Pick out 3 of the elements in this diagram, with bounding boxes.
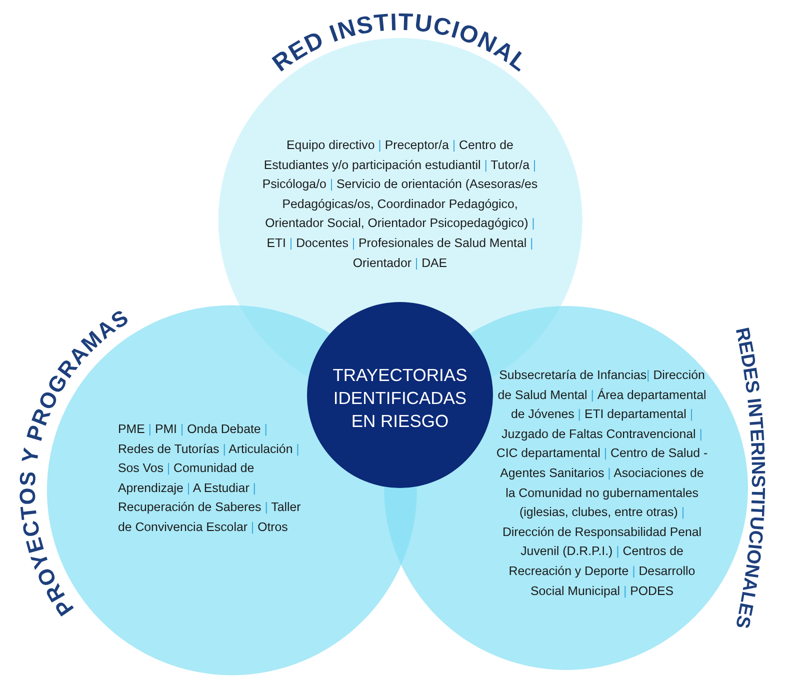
- circle-text: Equipo directivo | Preceptor/a | Centro de Estudiantes y/o participación estudiantil | Tutor/a | Psicóloga/o | Servicio de orientación (Asesoras/es Pedagógicas/os, Coordinador Pedagógico, Orientador Social, Orientador Psicopedagógico) | ETI | Docentes | Profesionales de Salud Mental | Orientador | DAE: [261, 137, 539, 272]
- circle-text: Subsecretaría de Infancias| Dirección de Salud Mental | Área departamental de Jóvenes | ETI departamental | Juzgado de Faltas Contravencional | CIC departamental | Centro de Salud - Agentes Sanitarios | Asociaciones de la Comunidad no gubernamentales (iglesias, clubes, entre otras) | Dirección de Responsabilidad Penal Juvenil (D.R.P.I.) | Centros de Recreación y Deporte | Desarrollo Social Municipal | PODES: [496, 367, 708, 600]
- center-label: TRAYECTORIAS IDENTIFICADAS EN RIESGO: [332, 364, 468, 433]
